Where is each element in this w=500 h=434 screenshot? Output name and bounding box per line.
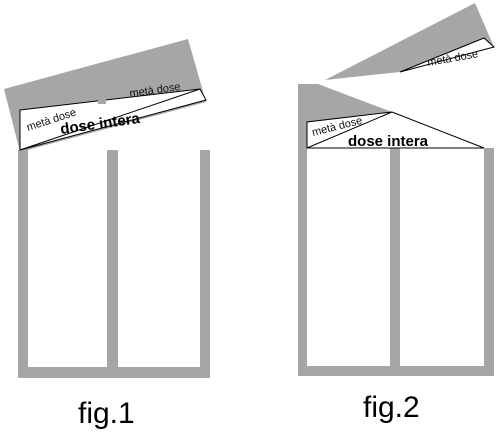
fig1-caption: fig.1 (78, 397, 135, 429)
fig2-label-full: dose intera (348, 133, 429, 150)
figure-1: metà dose metà dose dose intera fig.1 (4, 39, 210, 430)
fig2-box-right-wall (484, 148, 494, 376)
fig2-box (298, 84, 494, 376)
fig1-lid-notch (98, 88, 106, 104)
fig2-inner-panel (306, 111, 485, 149)
fig1-lid: metà dose metà dose dose intera (4, 39, 207, 152)
fig2-fold-line (306, 111, 393, 149)
fig1-box (18, 150, 210, 378)
fig2-box-bottom (298, 366, 494, 376)
fig2-detached-panel (399, 37, 496, 73)
figure-2: metà dose dose intera metà dose fig.2 (298, 3, 496, 424)
fig2-caption: fig.2 (363, 391, 420, 424)
fig2-panel: metà dose dose intera (306, 111, 485, 150)
fig2-box-divider (390, 118, 400, 376)
fig2-top-flap (298, 84, 392, 122)
fig1-fold-line (19, 88, 201, 151)
fig2-detached-piece: metà dose (325, 3, 496, 80)
fig1-box-right-wall (200, 150, 210, 378)
fig1-box-bottom (18, 367, 210, 378)
fig1-box-divider (107, 150, 118, 378)
fig1-box-left-wall (18, 150, 28, 378)
fig2-box-left-wall (298, 84, 307, 376)
fig2-detached-body (325, 3, 494, 80)
